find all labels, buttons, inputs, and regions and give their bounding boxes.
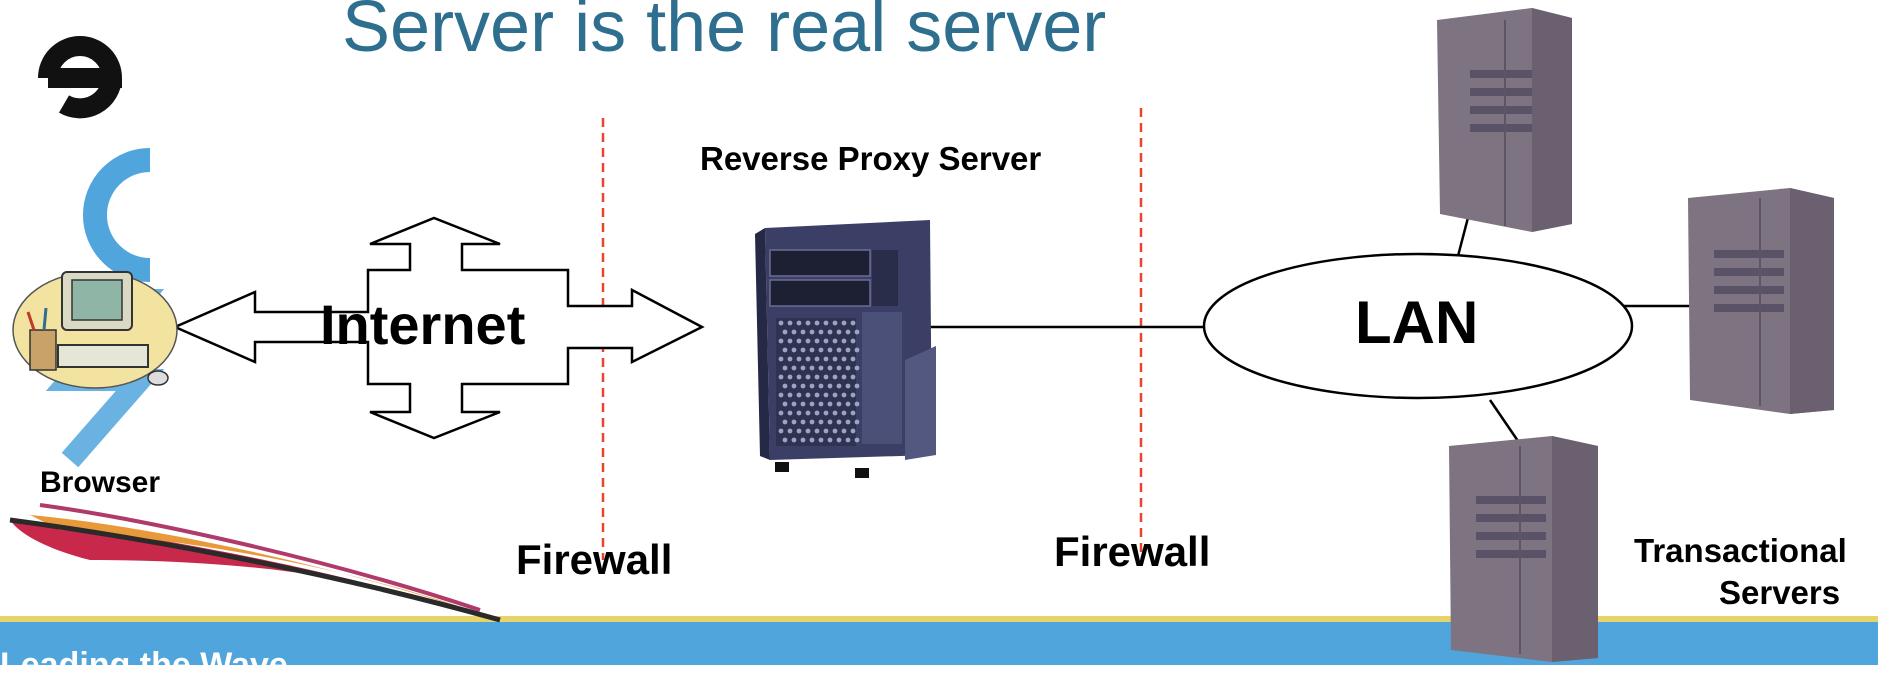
feather-logo <box>9 503 501 623</box>
internet-arrow <box>171 216 705 440</box>
browser-label: Browser <box>40 466 161 499</box>
transactional-server-top-icon <box>1437 8 1572 232</box>
reverse-proxy-server-icon <box>755 220 936 478</box>
transactional-servers-label-line2: Servers <box>1719 574 1841 611</box>
footer-banner-stripe <box>0 616 1878 622</box>
diagram-canvas <box>9 8 1834 662</box>
browser-computer-icon <box>12 271 178 389</box>
firewall-right-label: Firewall <box>1054 528 1211 575</box>
proxy-vent-grid <box>776 318 856 446</box>
logo-letters <box>38 36 165 468</box>
proxy-vent-holes <box>778 320 860 443</box>
lan-label: LAN <box>1355 289 1479 356</box>
internet-label: Internet <box>320 293 526 356</box>
transactional-servers-label-line1: Transactional <box>1634 532 1847 569</box>
lan-to-server-bottom-line <box>1488 399 1522 445</box>
slide-title: Server is the real server <box>342 0 1107 67</box>
transactional-server-right-icon <box>1688 188 1834 414</box>
lan-ellipse <box>1202 252 1634 400</box>
transactional-server-bottom-icon <box>1449 436 1598 662</box>
reverse-proxy-label: Reverse Proxy Server <box>700 140 1042 177</box>
firewall-left-label: Firewall <box>516 536 673 583</box>
